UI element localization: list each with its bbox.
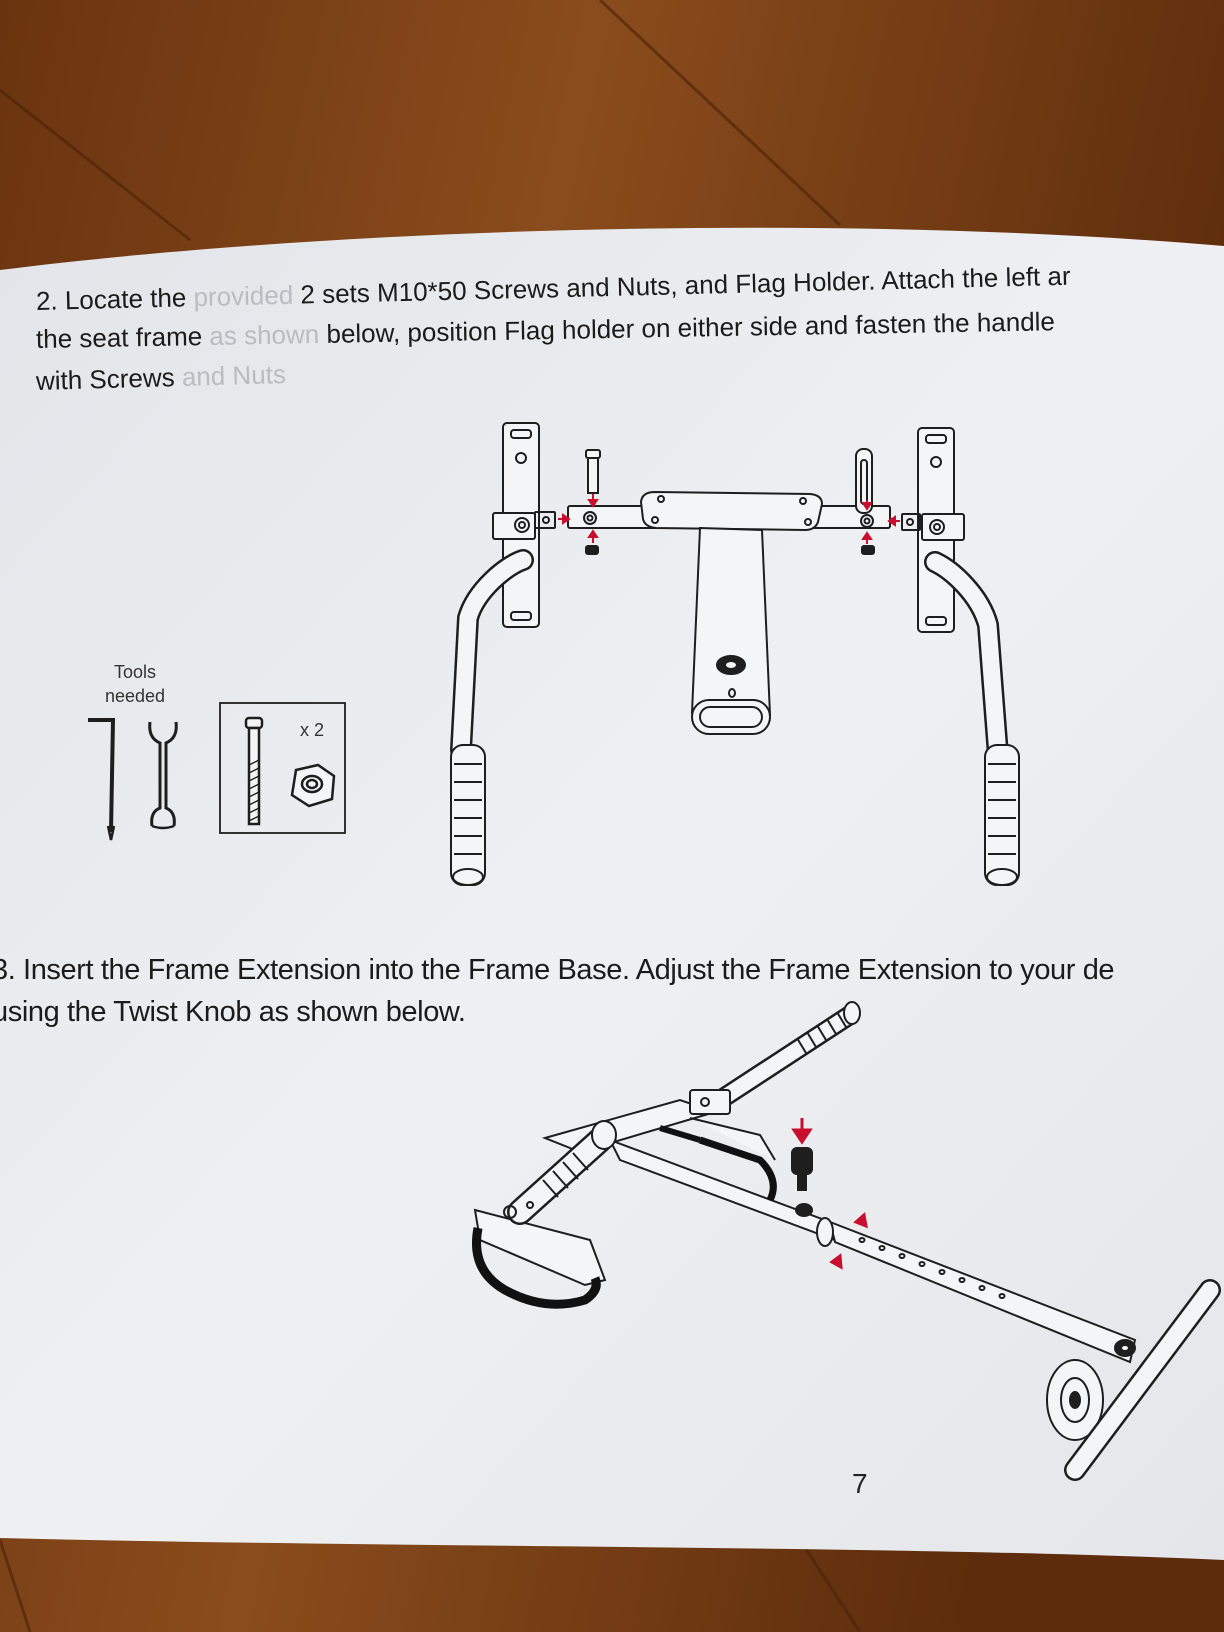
tools-label-line2: needed (104, 686, 166, 706)
tools-needed (88, 702, 346, 841)
step2-line3-faded: and Nuts (181, 359, 287, 392)
step2-red-arrows (558, 494, 900, 544)
twist-knob (791, 1147, 813, 1191)
tools-quantity: x 2 (300, 720, 325, 740)
step2-line1-a: 2. Locate the (35, 282, 194, 316)
tools-label-line1: Tools (113, 662, 157, 682)
left-strap (472, 1227, 601, 1309)
left-handlebar (503, 1120, 617, 1225)
wood-grain (0, 0, 862, 1632)
seat-plate (639, 490, 824, 532)
right-strap (698, 1136, 777, 1202)
nut-left (585, 545, 599, 555)
hex-nut-icon (290, 763, 336, 808)
step2-line2-a: the seat frame (35, 321, 203, 354)
front-axle (1064, 1279, 1221, 1481)
left-handle (450, 422, 540, 886)
tools-label: Tools needed (90, 660, 180, 708)
right-grip-ridges (988, 763, 1016, 855)
screw-icon (244, 716, 264, 826)
page-number: 7 (852, 1468, 868, 1499)
screw-and-nut-box (219, 702, 346, 834)
handle-assembly-diagram (450, 422, 1020, 886)
screw-left (585, 449, 601, 494)
step3-line1: 3. Insert the Frame Extension into the F… (0, 954, 1115, 986)
front-wheel (1046, 1359, 1104, 1441)
left-grip-ridges (454, 763, 482, 855)
step3-line2: using the Twist Knob as shown below. (0, 996, 466, 1028)
frame-extension-diagram (472, 1001, 1221, 1481)
step3-red-arrows (791, 1118, 868, 1270)
step2-line1-faded: provided (193, 279, 294, 313)
step2-line3-a: with Screws (35, 361, 183, 396)
nut-right (861, 545, 875, 555)
extension-holes (858, 1237, 1006, 1299)
allen-key-icon (88, 718, 116, 833)
step2-line2-faded: as shown (201, 319, 320, 352)
right-handle (917, 427, 1020, 886)
seat-post (690, 526, 772, 717)
wrench-icon (148, 721, 178, 830)
right-handlebar (689, 1001, 861, 1115)
booklet-page (0, 227, 1224, 1560)
